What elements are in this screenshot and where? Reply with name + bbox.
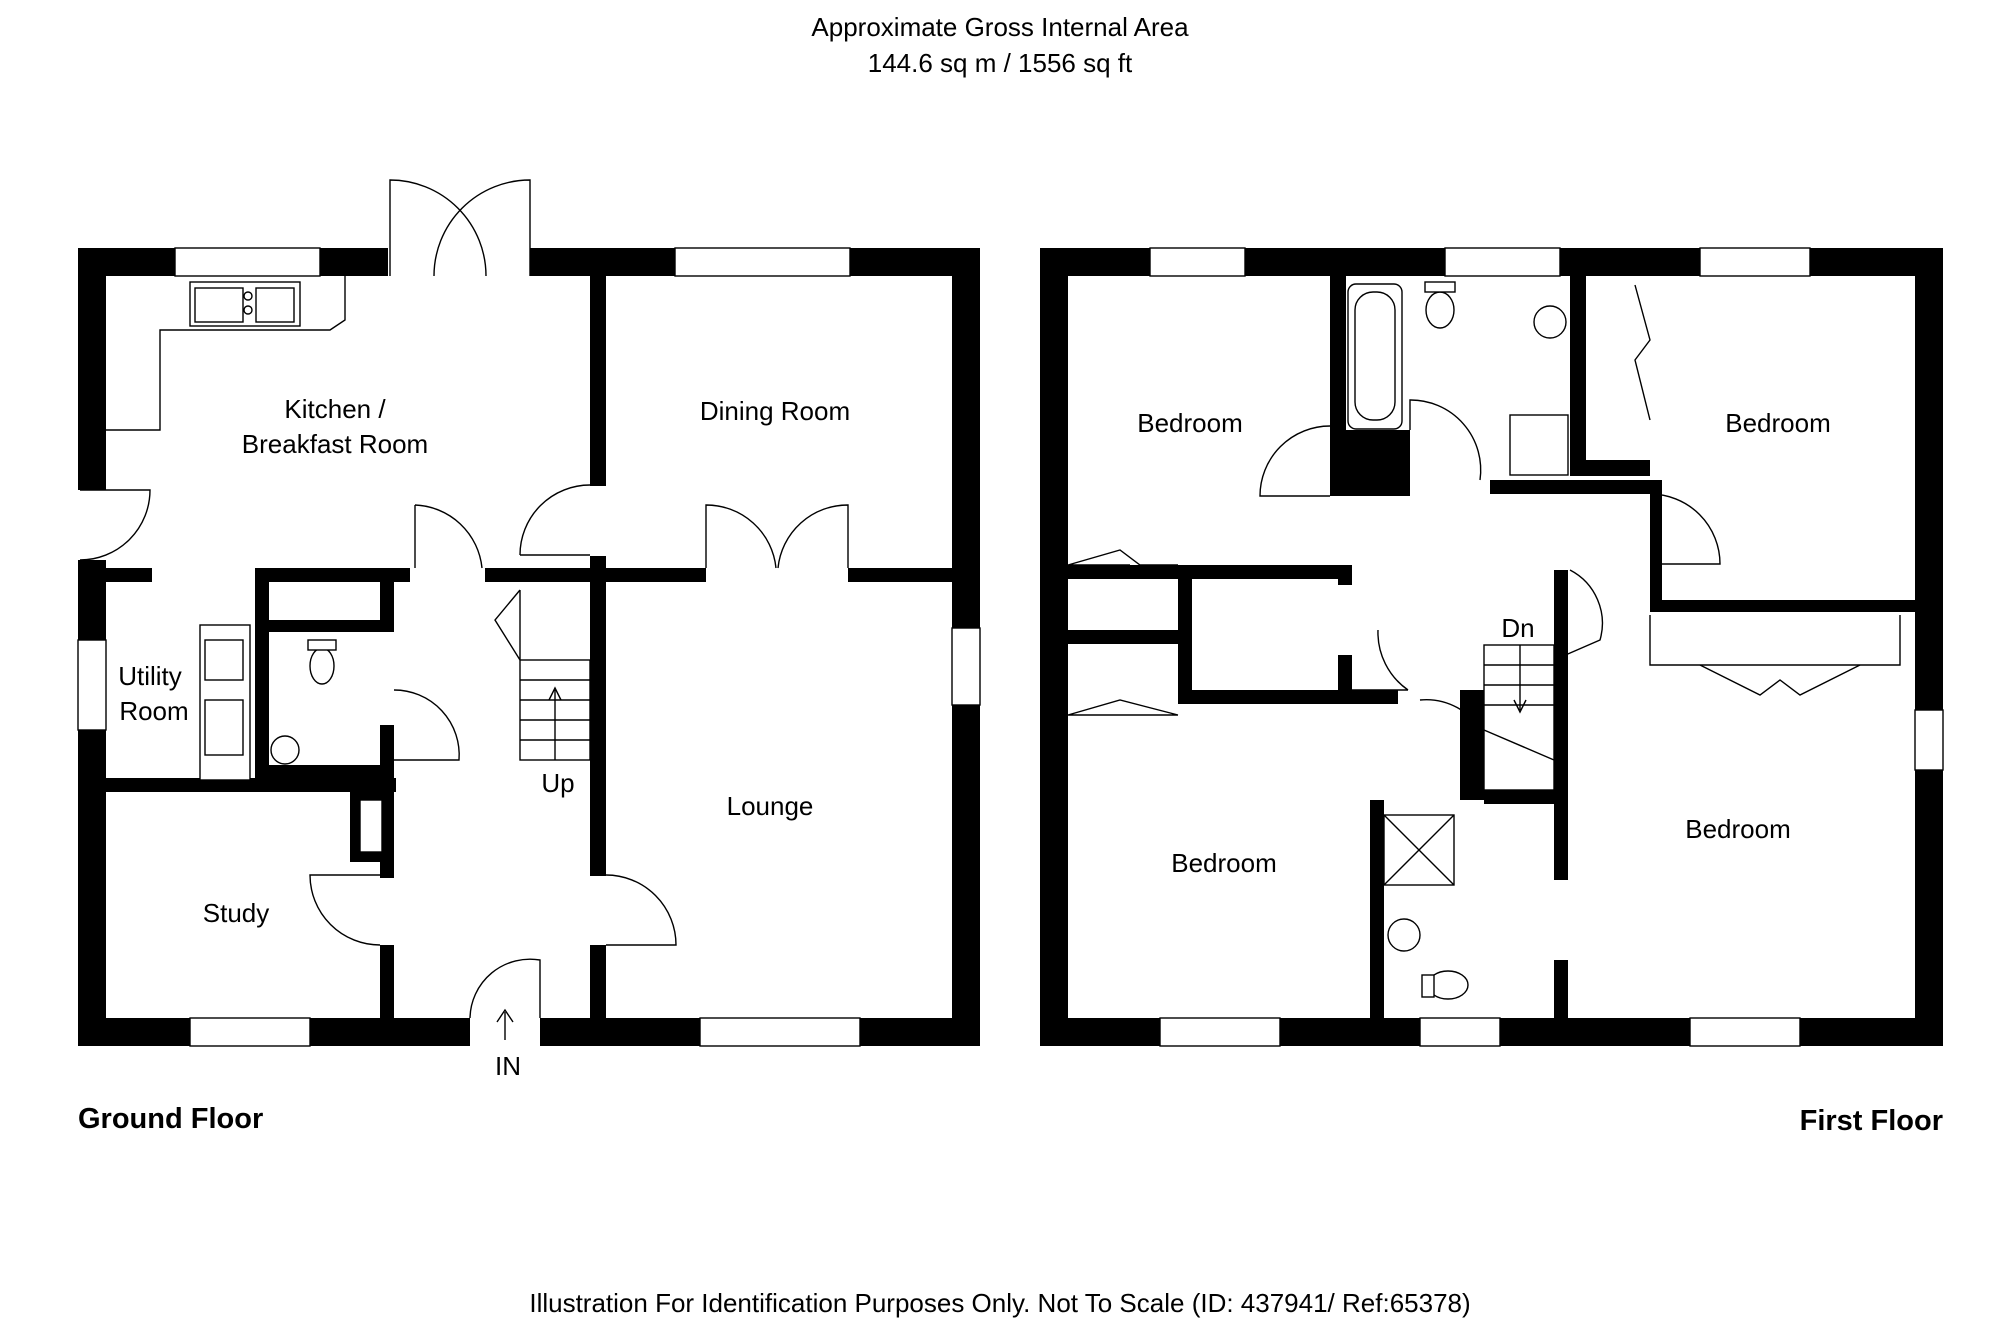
room-label-bedroom-ne: Bedroom — [1725, 408, 1831, 438]
room-label-study: Study — [203, 898, 270, 928]
room-label-breakfast-room: Breakfast Room — [242, 429, 428, 459]
room-label-kitchen: Kitchen / — [284, 394, 386, 424]
area-value: 144.6 sq m / 1556 sq ft — [868, 48, 1133, 78]
room-label-lounge: Lounge — [727, 791, 814, 821]
ground-floor-title: Ground Floor — [78, 1103, 263, 1135]
room-label-bedroom-nw: Bedroom — [1137, 408, 1243, 438]
first-floor-title: First Floor — [1800, 1105, 1943, 1137]
room-label-utility-room: Room — [119, 696, 188, 726]
room-label-utility: Utility — [118, 661, 182, 691]
room-label-bedroom-sw: Bedroom — [1171, 848, 1277, 878]
room-label-bedroom-se: Bedroom — [1685, 814, 1791, 844]
stairs-up-label: Up — [541, 768, 574, 798]
disclaimer-text: Illustration For Identification Purposes… — [529, 1288, 1470, 1318]
stairs-down-label: Dn — [1501, 613, 1534, 643]
ground-floor-plan — [77, 179, 981, 1047]
room-label-dining-room: Dining Room — [700, 396, 850, 426]
entrance-label: IN — [495, 1051, 521, 1081]
area-heading: Approximate Gross Internal Area — [811, 12, 1189, 42]
first-floor-plan — [1040, 247, 1944, 1047]
